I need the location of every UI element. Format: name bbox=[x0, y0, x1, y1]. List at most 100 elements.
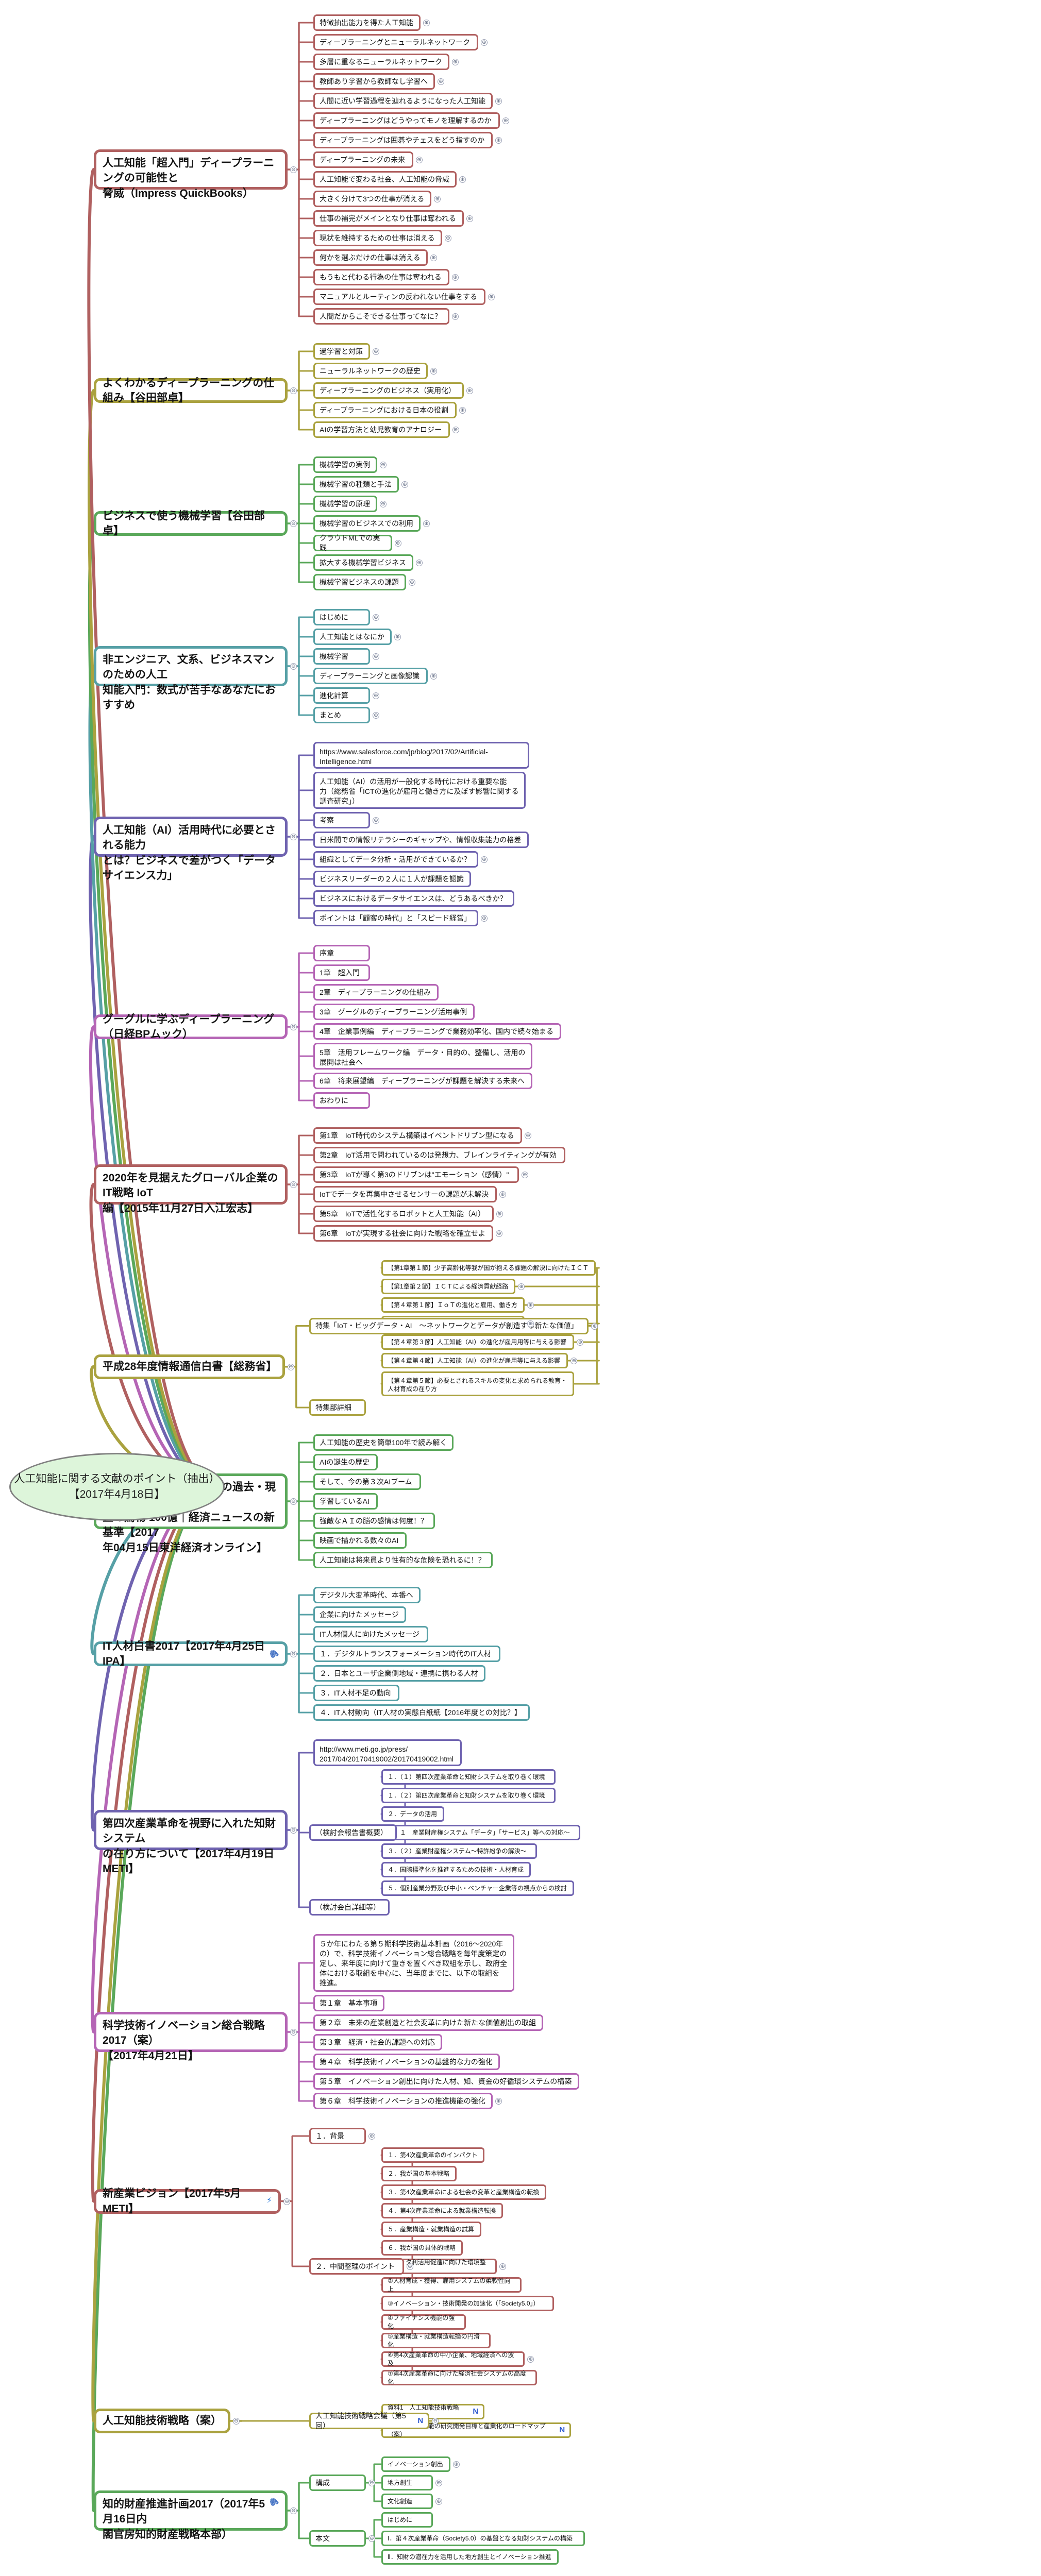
toggle-b15-g0-child-1[interactable]: ⊕ bbox=[435, 2480, 442, 2486]
toggle-b13-g1-child-11[interactable]: ⊕ bbox=[527, 2356, 534, 2363]
toggle-branch-b2[interactable]: ⊖ bbox=[290, 387, 297, 394]
branch-b5[interactable]: 人工知能（AI）活用時代に必要とされる能力 とは？ビジネスで差がつく「データサイ… bbox=[94, 817, 288, 882]
node-b3-leaf-2[interactable]: 機械学習の原理 bbox=[313, 496, 377, 512]
node-b5-leaf-3[interactable]: 日米間での情報リテラシーのギャップや、情報収集能力の格差 bbox=[313, 832, 529, 848]
toggle-b5-leaf-4[interactable]: ⊕ bbox=[481, 856, 488, 863]
node-b3-leaf-6[interactable]: 機械学習ビジネスの課題 bbox=[313, 574, 406, 590]
node-b1-leaf-8[interactable]: 人工知能で変わる社会、人工知能の脅威 bbox=[313, 171, 457, 188]
toggle-b1-leaf-8[interactable]: ⊕ bbox=[459, 176, 466, 183]
node-b6-leaf-3[interactable]: 3章 グーグルのディープラーニング活用事例 bbox=[313, 1004, 475, 1020]
toggle-branch-b3[interactable]: ⊖ bbox=[290, 520, 297, 527]
node-b11-g0-child-2[interactable]: ２．データの活用 bbox=[381, 1806, 444, 1822]
toggle-b7-leaf-2[interactable]: ⊕ bbox=[521, 1172, 528, 1178]
node-b8-g0-child-6[interactable]: 【第４章第５節】必要とされるスキルの変化と求められる教育・ 人材育成の在り方 bbox=[381, 1371, 574, 1396]
node-b11-g0-child-3[interactable]: ３．１ 産業財産権システム「データ」「サービス」等への対応～ bbox=[381, 1825, 580, 1840]
node-b12-leaf-6[interactable]: 第６章 科学技術イノベーションの推進機能の強化 bbox=[313, 2093, 493, 2109]
node-b9-leaf-5[interactable]: 映画で描かれる数々のAI bbox=[313, 1532, 407, 1549]
toggle-branch-b1[interactable]: ⊖ bbox=[290, 166, 297, 173]
branch-b15[interactable]: 知的財産推進計画2017（2017年5月16日内 閣官房知的財産戦略本部）🖇 bbox=[94, 2490, 288, 2540]
node-b2-leaf-0[interactable]: 過学習と対策 bbox=[313, 343, 370, 360]
node-b9-leaf-2[interactable]: そして、今の第３次AIブーム bbox=[313, 1473, 421, 1490]
node-b1-leaf-1[interactable]: ディープラーニングとニューラルネットワーク bbox=[313, 34, 478, 50]
toggle-b1-leaf-9[interactable]: ⊕ bbox=[434, 196, 441, 202]
node-b7-leaf-4[interactable]: 第5章 IoTで活性化するロボットと人工知能（AI） bbox=[313, 1206, 494, 1222]
node-b11-g0-child-6[interactable]: ５．個別産業分野及び中小・ベンチャー企業等の視点からの検討 bbox=[381, 1880, 574, 1896]
node-b12-leaf-3[interactable]: 第３章 経済・社会的課題への対応 bbox=[313, 2034, 442, 2050]
toggle-b2-leaf-1[interactable]: ⊕ bbox=[430, 368, 437, 375]
toggle-b13-g1-child-6[interactable]: ⊕ bbox=[499, 2263, 507, 2270]
branch-b8[interactable]: 平成28年度情報通信白書【総務省】 bbox=[94, 1354, 285, 1379]
node-b13-g1-child-3[interactable]: ４．第4次産業革命による就業構造転換 bbox=[381, 2203, 503, 2218]
toggle-b15-g0-child-2[interactable]: ⊕ bbox=[435, 2498, 442, 2505]
node-b15-g0-child-1[interactable]: 地方創生 bbox=[381, 2475, 433, 2490]
node-b12-leaf-4[interactable]: 第４章 科学技術イノベーションの基盤的な力の強化 bbox=[313, 2054, 500, 2070]
node-b3-leaf-5[interactable]: 拡大する機械学習ビジネス bbox=[313, 554, 413, 571]
node-b13-g1-child-10[interactable]: ⑤産業構造・就業構造転換の円滑化 bbox=[381, 2333, 491, 2348]
node-b13-g1-child-11[interactable]: ⑥第4次産業革命の中小企業、地域経済への波及 bbox=[381, 2351, 525, 2367]
node-b2-leaf-1[interactable]: ニューラルネットワークの歴史 bbox=[313, 363, 428, 379]
node-b4-leaf-2[interactable]: 機械学習 bbox=[313, 648, 370, 665]
toggle-b1-leaf-11[interactable]: ⊕ bbox=[445, 235, 451, 242]
node-b10-leaf-1[interactable]: 企業に向けたメッセージ bbox=[313, 1606, 406, 1623]
node-b4-leaf-3[interactable]: ディープラーニングと画像認識 bbox=[313, 668, 428, 684]
node-b13-g1-child-7[interactable]: ②人材育成・獲得、雇用システムの柔軟性向上 bbox=[381, 2277, 522, 2293]
node-b1-leaf-0[interactable]: 特徴抽出能力を得た人工知能 bbox=[313, 14, 421, 31]
node-b13-g1-child-2[interactable]: ３．第4次産業革命による社会の変革と産業構造の転換 bbox=[381, 2184, 547, 2200]
node-b8-g0-child-0[interactable]: 【第1章第１節】少子高齢化等我が国が抱える課題の解決に向けたＩＣＴ bbox=[381, 1260, 596, 1276]
node-b13-g1-child-8[interactable]: ③イノベーション・技術開発の加速化（「Society5.0」） bbox=[381, 2296, 554, 2311]
toggle-b1-leaf-7[interactable]: ⊕ bbox=[416, 157, 423, 163]
node-b6-leaf-1[interactable]: 1章 超入門 bbox=[313, 964, 370, 981]
node-b10-leaf-3[interactable]: １．デジタルトランスフォーメーション時代のIT人材 bbox=[313, 1646, 500, 1662]
toggle-b2-leaf-3[interactable]: ⊕ bbox=[459, 407, 466, 414]
node-b15-g1-child-0[interactable]: はじめに bbox=[381, 2512, 433, 2528]
node-b8-g0-child-2[interactable]: 【第４章第１節】ＩｏＴの進化と雇用、働き方 bbox=[381, 1297, 525, 1313]
node-b1-leaf-5[interactable]: ディープラーニングはどうやってモノを理解するのか bbox=[313, 112, 500, 129]
node-b11-g0-child-4[interactable]: ３．（２）産業財産権システム～特許紛争の解決～ bbox=[381, 1843, 537, 1859]
toggle-b1-leaf-14[interactable]: ⊕ bbox=[488, 294, 495, 300]
node-b14-group-0[interactable]: 人工知能技術戦略会議（第5回）N bbox=[309, 2412, 430, 2430]
node-b15-g0-child-2[interactable]: 文化創造 bbox=[381, 2494, 433, 2509]
toggle-b1-leaf-0[interactable]: ⊕ bbox=[423, 20, 430, 26]
toggle-b4-leaf-4[interactable]: ⊕ bbox=[373, 692, 379, 699]
toggle-b8-g0-child-4[interactable]: ⊕ bbox=[577, 1339, 584, 1346]
node-b15-g1-child-2[interactable]: Ⅱ．知財の潜在力を活用した地方創生とイノベーション推進 bbox=[381, 2549, 559, 2565]
toggle-b2-leaf-0[interactable]: ⊕ bbox=[373, 348, 379, 355]
node-b13-group-1[interactable]: ２．中間整理のポイント bbox=[309, 2258, 404, 2275]
toggle-b7-leaf-5[interactable]: ⊕ bbox=[496, 1230, 503, 1237]
toggle-b1-leaf-6[interactable]: ⊕ bbox=[495, 137, 502, 144]
node-b7-leaf-2[interactable]: 第3章 IoTが導く第3のドリブンは"エモーション（感情）" bbox=[313, 1166, 519, 1183]
node-b15-group-0[interactable]: 構成 bbox=[309, 2475, 366, 2491]
branch-b3[interactable]: ビジネスで使う機械学習【谷田部卓】 bbox=[94, 510, 288, 537]
node-b9-leaf-1[interactable]: AIの誕生の歴史 bbox=[313, 1454, 378, 1470]
toggle-b2-leaf-4[interactable]: ⊕ bbox=[452, 427, 459, 433]
toggle-b3-leaf-5[interactable]: ⊕ bbox=[416, 560, 423, 566]
toggle-b8-g0-child-5[interactable]: ⊕ bbox=[570, 1358, 578, 1364]
node-b6-leaf-2[interactable]: 2章 ディープラーニングの仕組み bbox=[313, 984, 439, 1001]
toggle-b1-leaf-15[interactable]: ⊕ bbox=[452, 313, 459, 320]
node-b13-g1-child-1[interactable]: ２．我が国の基本戦略 bbox=[381, 2166, 457, 2181]
toggle-b3-leaf-4[interactable]: ⊕ bbox=[394, 540, 401, 547]
node-b1-leaf-4[interactable]: 人間に近い学習過程を辿れるようになった人工知能 bbox=[313, 93, 493, 109]
branch-b11[interactable]: 第四次産業革命を視野に入れた知財システム の在り方について【2017年4月19日… bbox=[94, 1810, 288, 1875]
node-b15-group-1[interactable]: 本文 bbox=[309, 2530, 366, 2547]
toggle-b13-group-0[interactable]: ⊕ bbox=[368, 2133, 375, 2140]
toggle-b3-leaf-3[interactable]: ⊕ bbox=[423, 520, 430, 527]
branch-b7[interactable]: 2020年を見据えたグローバル企業のIT戦略 IoT 編【2015年11月27日… bbox=[94, 1164, 288, 1214]
node-b3-leaf-0[interactable]: 機械学習の実例 bbox=[313, 456, 377, 473]
toggle-b1-leaf-10[interactable]: ⊕ bbox=[466, 215, 473, 222]
branch-b6[interactable]: グーグルに学ぶディープラーニング（日経BPムック） bbox=[94, 1013, 288, 1040]
node-b7-leaf-1[interactable]: 第2章 IoT活用で問われているのは発想力、ブレインライティングが有効 bbox=[313, 1147, 566, 1163]
node-b7-leaf-3[interactable]: IoTでデータを再集中させるセンサーの課題が未解決 bbox=[313, 1186, 497, 1202]
node-b1-leaf-12[interactable]: 何かを選ぶだけの仕事は消える bbox=[313, 249, 428, 266]
toggle-branch-b15[interactable]: ⊖ bbox=[290, 2507, 297, 2514]
toggle-branch-b10[interactable]: ⊖ bbox=[290, 1651, 297, 1657]
branch-b12[interactable]: 科学技術イノベーション総合戦略2017（案） 【2017年4月21日】 bbox=[94, 2012, 288, 2062]
node-b5-leaf-5[interactable]: ビジネスリーダーの２人に１人が課題を認識 bbox=[313, 871, 471, 887]
node-b12-leaf-5[interactable]: 第５章 イノベーション創出に向けた人材、知、資金の好循環システムの構築 bbox=[313, 2073, 579, 2090]
toggle-b3-leaf-2[interactable]: ⊕ bbox=[380, 501, 387, 507]
toggle-b15-group-1[interactable]: ⊖ bbox=[368, 2535, 375, 2542]
toggle-branch-b9[interactable]: ⊖ bbox=[290, 1498, 297, 1505]
toggle-branch-b14[interactable]: ⊖ bbox=[233, 2418, 240, 2425]
node-b1-leaf-2[interactable]: 多層に重なるニューラルネットワーク bbox=[313, 54, 449, 70]
node-b8-g0-child-1[interactable]: 【第1章第２節】ＩＣＴによる経済貢献経路 bbox=[381, 1279, 516, 1294]
